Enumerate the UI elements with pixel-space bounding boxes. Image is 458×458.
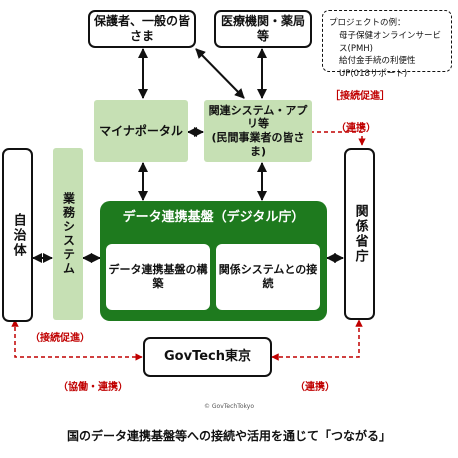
tag-cooperation-bottom: （連携） <box>295 382 335 393</box>
business-system-label: 業務システム <box>61 192 76 276</box>
project-item-pmh: 母子保健オンラインサービス(PMH) <box>339 30 442 54</box>
citizens-label: 保護者、一般の皆さま <box>93 14 190 43</box>
related-systems-sublabel: (民間事業者の皆さま) <box>211 131 305 158</box>
platform-build-label: データ連携基盤の構築 <box>108 263 208 290</box>
govtech-label: GovTech東京 <box>164 348 251 364</box>
business-system-box: 業務システム <box>53 148 83 320</box>
tag-collab-left: （協働・連携） <box>58 382 128 393</box>
citizens-box: 保護者、一般の皆さま <box>88 10 196 48</box>
dashed-related-ministries <box>310 131 366 146</box>
mynaportal-label: マイナポータル <box>99 123 183 138</box>
tag-connection-promotion: （接続促進） <box>30 333 90 344</box>
project-item-018: 給付金手続の利便性UP(018サポート) <box>339 56 416 79</box>
medical-box: 医療機関・薬局等 <box>214 10 312 48</box>
platform-connect-label: 関係システムとの接続 <box>218 263 318 290</box>
ministries-label: 関係省庁 <box>352 204 368 264</box>
platform-connect-box: 関係システムとの接続 <box>216 244 320 310</box>
related-systems-label: 関連システム・アプリ等 <box>208 103 308 131</box>
arrow-citizens-related <box>195 48 245 99</box>
dashed-municipality-govtech <box>11 319 143 361</box>
ministries-box: 関係省庁 <box>344 148 375 320</box>
govtech-box: GovTech東京 <box>143 337 272 377</box>
medical-label: 医療機関・薬局等 <box>220 14 305 43</box>
dashed-govtech-ministries <box>271 319 363 361</box>
related-systems-box: 関連システム・アプリ等 (民間事業者の皆さま) <box>204 100 312 162</box>
municipality-label: 自治体 <box>10 212 26 258</box>
data-platform-title: データ連携基盤（デジタル庁） <box>122 210 305 225</box>
caption-text: 国のデータ連携基盤等への接続や活用を通じて「つながる」 <box>66 429 391 443</box>
copyright-text: © GovTechTokyo <box>203 403 254 410</box>
tag-cooperation-right: （連携） <box>336 123 376 134</box>
project-examples-box: プロジェクトの例： 母子保健オンラインサービス(PMH) 給付金手続の利便性UP… <box>322 10 452 79</box>
mynaportal-box: マイナポータル <box>94 100 188 162</box>
platform-build-box: データ連携基盤の構築 <box>106 244 210 310</box>
municipality-box: 自治体 <box>2 148 33 322</box>
project-heading: プロジェクトの例： <box>329 18 406 28</box>
tag-continued-promotion: ［接続促進］ <box>330 91 390 102</box>
